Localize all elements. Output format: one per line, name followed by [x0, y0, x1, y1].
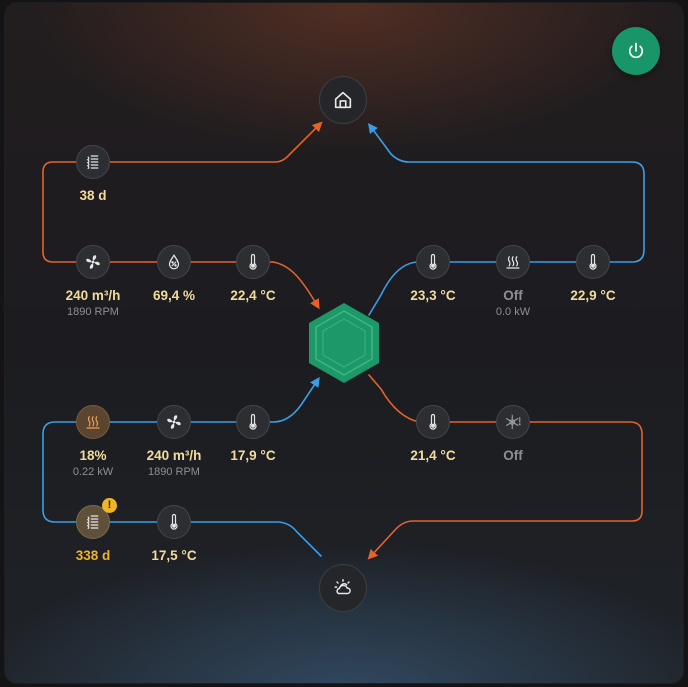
outdoor-node[interactable] [319, 564, 367, 612]
filter-icon [86, 155, 99, 170]
ventilation-card: 38 d 240 m³/h 1890 RPM 69,4 % 22,4 °C [5, 3, 683, 683]
supply-fan-node[interactable] [157, 405, 191, 439]
extract-loop-duct [42, 121, 323, 263]
extract-temp-value: 22,4 °C [230, 288, 276, 303]
supply-temp-node[interactable] [576, 245, 610, 279]
outdoor-temp-after-heater-value: 17,9 °C [230, 448, 276, 463]
exhaust-duct [367, 374, 643, 560]
thermometer-icon [589, 253, 597, 270]
thermometer-icon [170, 513, 178, 530]
supply-temp-value: 22,9 °C [570, 288, 616, 303]
supply-temp-pre-heater-node[interactable] [416, 245, 450, 279]
post-heater-node[interactable] [496, 245, 530, 279]
outdoor-filter-value: 338 d [75, 548, 111, 563]
defrost-value: Off [503, 448, 523, 463]
airflow-diagram [42, 121, 645, 560]
pre-heater-power: 0.22 kW [72, 466, 114, 478]
supply-temp-pre-heater-value: 23,3 °C [410, 288, 456, 303]
filter-icon [86, 515, 99, 530]
heat-exchanger-hexagon [309, 303, 379, 383]
defrost-icon [506, 414, 521, 430]
house-icon [334, 91, 352, 109]
thermometer-icon [429, 253, 437, 270]
house-node[interactable] [319, 76, 367, 124]
extract-fan-rpm: 1890 RPM [67, 306, 119, 318]
heater-icon [86, 416, 100, 429]
extract-fan-value: 240 m³/h [65, 288, 121, 303]
humidity-icon [168, 254, 180, 270]
power-icon [628, 42, 644, 59]
defrost-node[interactable] [496, 405, 530, 439]
outdoor-temp-node[interactable] [157, 505, 191, 539]
fan-icon [86, 255, 100, 269]
fan-icon [167, 415, 181, 429]
filter-warning-badge: ! [102, 498, 117, 513]
sun-cloud-icon [334, 579, 351, 595]
supply-fan-rpm: 1890 RPM [148, 466, 200, 478]
extract-filter-value: 38 d [79, 188, 107, 203]
extract-temp-node[interactable] [236, 245, 270, 279]
extract-fan-node[interactable] [76, 245, 110, 279]
heater-icon [506, 256, 520, 269]
exhaust-temp-node[interactable] [416, 405, 450, 439]
outdoor-temp-value: 17,5 °C [151, 548, 197, 563]
post-heater-power: 0.0 kW [495, 306, 531, 318]
outdoor-filter-node[interactable]: ! [76, 498, 117, 539]
extract-humidity-value: 69,4 % [152, 288, 196, 303]
thermometer-icon [429, 413, 437, 430]
supply-duct [368, 122, 645, 316]
post-heater-value: Off [503, 288, 523, 303]
thermometer-icon [249, 253, 257, 270]
thermometer-icon [249, 413, 257, 430]
extract-duct [272, 261, 320, 310]
extract-humidity-node[interactable] [157, 245, 191, 279]
pre-heater-node[interactable] [76, 405, 110, 439]
power-button[interactable] [612, 27, 660, 75]
pre-heater-value: 18% [79, 448, 107, 463]
exhaust-temp-value: 21,4 °C [410, 448, 456, 463]
outdoor-temp-after-heater-node[interactable] [236, 405, 270, 439]
extract-filter-node[interactable] [76, 145, 110, 179]
outdoor-duct [42, 376, 322, 557]
supply-fan-value: 240 m³/h [146, 448, 202, 463]
